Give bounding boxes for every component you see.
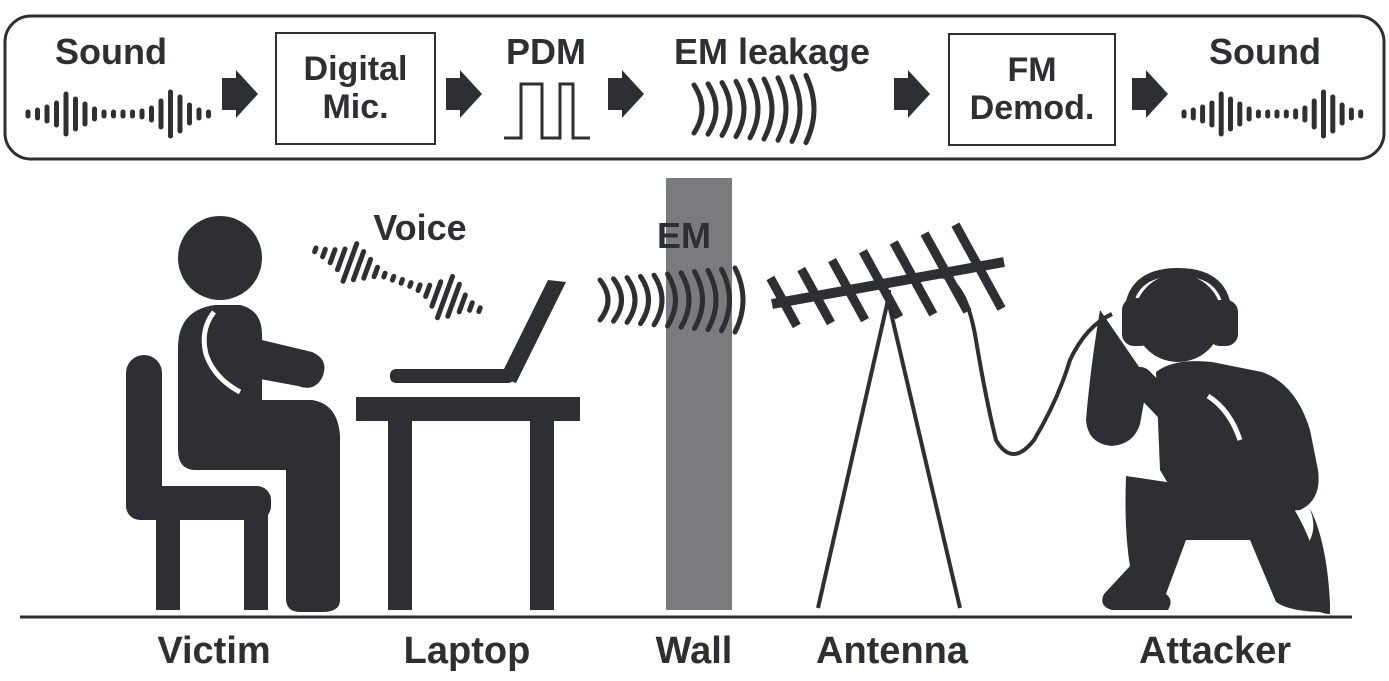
em-label: EM xyxy=(657,215,711,256)
voice-waveform-icon xyxy=(312,241,483,321)
digital-mic-line1: Digital xyxy=(303,50,408,89)
arrow-icon xyxy=(608,70,644,118)
chair-icon xyxy=(126,355,271,610)
fm-demod-line2: Demod. xyxy=(969,88,1095,127)
arrow-icon xyxy=(446,70,482,118)
digital-mic-box: Digital Mic. xyxy=(275,32,436,145)
arrow-icon xyxy=(222,70,258,118)
desk-icon xyxy=(356,397,580,610)
laptop-icon xyxy=(390,280,566,383)
wall-label: Wall xyxy=(655,630,733,672)
pipeline-frame xyxy=(3,14,1386,161)
fm-demod-box: FM Demod. xyxy=(948,33,1116,146)
pdm-label: PDM xyxy=(506,31,586,72)
antenna-cable xyxy=(939,274,1113,456)
pdm-pulse-icon xyxy=(504,82,590,140)
pipeline-arrows xyxy=(222,70,1168,118)
fm-demod-line1: FM xyxy=(1007,51,1057,90)
victim-figure-icon xyxy=(178,216,340,612)
victim-label: Victim xyxy=(157,630,271,672)
em-leakage-label: EM leakage xyxy=(673,31,871,72)
attacker-label: Attacker xyxy=(1138,630,1292,672)
antenna-label: Antenna xyxy=(816,630,968,672)
sound-out-label: Sound xyxy=(1209,31,1321,72)
wall xyxy=(666,178,732,610)
voice-label: Voice xyxy=(373,207,467,248)
em-waves-icon xyxy=(597,265,746,335)
laptop-label: Laptop xyxy=(403,630,531,672)
arrow-icon xyxy=(894,70,930,118)
antenna-icon xyxy=(766,222,1006,609)
attacker-figure-icon xyxy=(1086,267,1330,614)
sound-in-label: Sound xyxy=(55,31,167,72)
arrow-icon xyxy=(1132,70,1168,118)
sound-waveform-in-icon xyxy=(25,89,211,139)
sound-waveform-out-icon xyxy=(1181,89,1364,139)
em-leakage-waves-icon xyxy=(691,72,817,146)
digital-mic-line2: Mic. xyxy=(322,87,389,126)
